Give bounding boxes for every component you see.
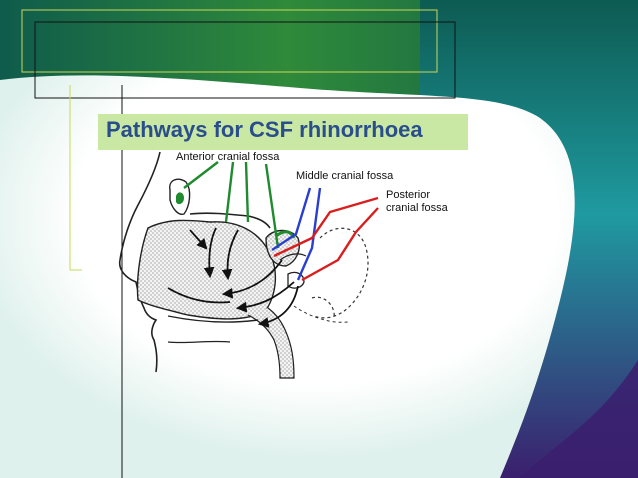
figure-title: Pathways for CSF rhinorrhoea bbox=[106, 117, 423, 142]
middle-pathway-lines bbox=[271, 187, 322, 281]
label-posterior-cranial-fossa-line1: Posterior bbox=[386, 189, 431, 201]
label-middle-cranial-fossa: Middle cranial fossa bbox=[296, 170, 394, 182]
pharynx bbox=[247, 307, 295, 379]
label-anterior-cranial-fossa: Anterior cranial fossa bbox=[176, 151, 280, 163]
ear bbox=[313, 227, 369, 319]
sagittal-head-diagram bbox=[118, 151, 379, 379]
drainage-arrows bbox=[167, 227, 299, 328]
posterior-pathway-lines bbox=[273, 196, 379, 282]
label-posterior-cranial-fossa-line2: cranial fossa bbox=[386, 202, 448, 214]
sphenoid-sinus bbox=[265, 229, 300, 267]
figure-title-strip: Pathways for CSF rhinorrhoea bbox=[98, 114, 468, 150]
